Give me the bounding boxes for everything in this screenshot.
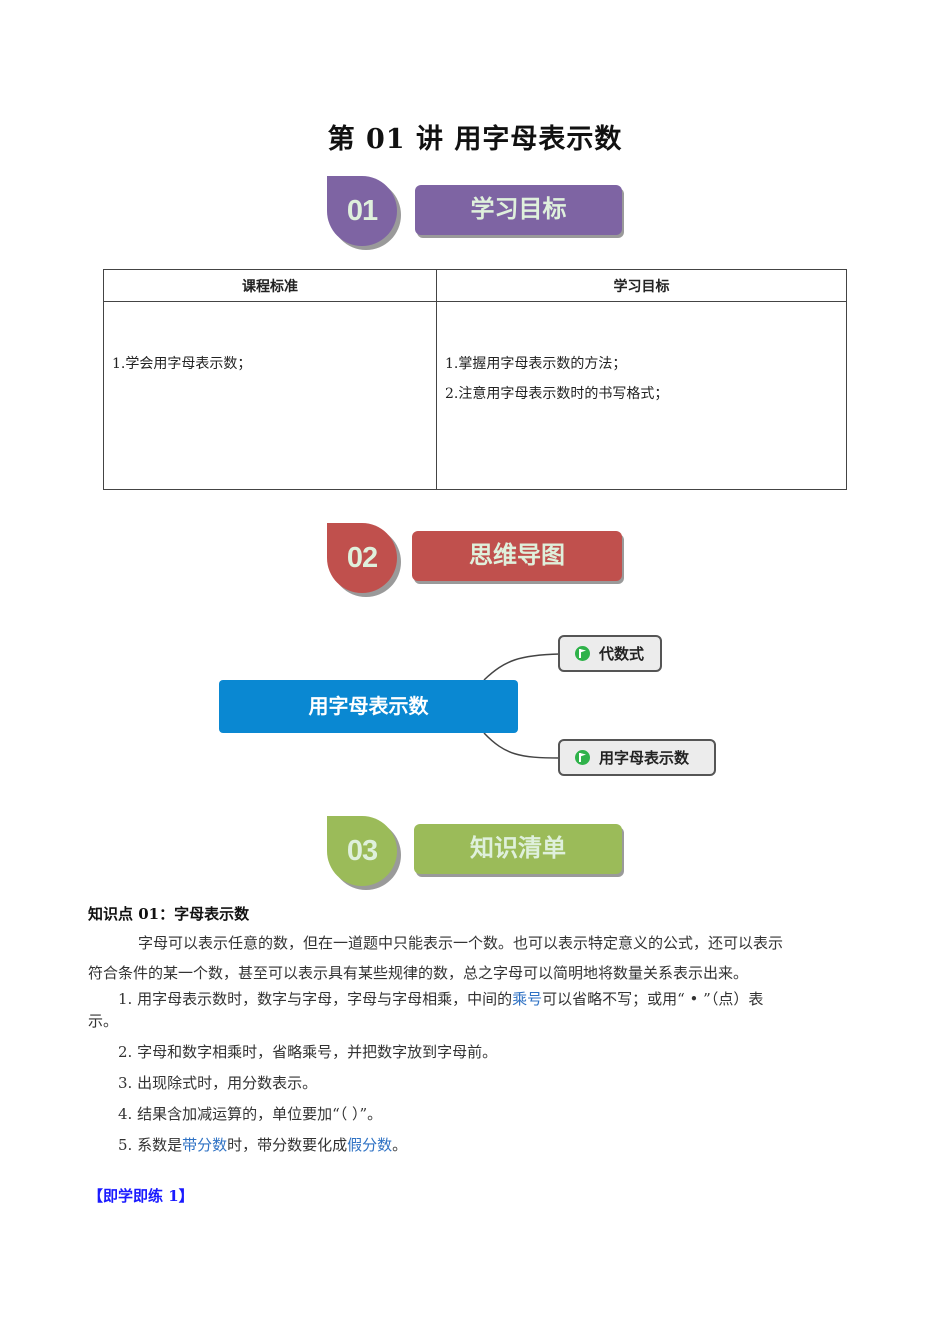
section-banner-01: 学习目标 xyxy=(415,185,622,235)
goal-item: 1.掌握用字母表示数的方法； xyxy=(445,356,627,372)
standard-item: 1.学会用字母表示数； xyxy=(112,356,252,372)
intro-paragraph: 字母可以表示任意的数，但在一道题中只能表示一个数。也可以表示特定意义的公式，还可… xyxy=(88,928,858,988)
rule-3: 3. 出现除式时，用分数表示。 xyxy=(118,1074,318,1092)
section-number: 02 xyxy=(346,542,378,574)
intro-line-2: 符合条件的某一个数，甚至可以表示具有某些规律的数，总之字母可以简明地将数量关系表… xyxy=(88,964,749,982)
improper-fraction-link[interactable]: 假分数 xyxy=(347,1136,393,1154)
rule-1: 1. 用字母表示数时，数字与字母，字母与字母相乘，中间的乘号可以省略不写；或用“… xyxy=(88,988,858,1032)
flag-icon xyxy=(575,750,590,765)
mind-map-node-letters-as-numbers: 用字母表示数 xyxy=(558,739,716,776)
flag-icon xyxy=(575,646,590,661)
rule-2: 2. 字母和数字相乘时，省略乘号，并把数字放到字母前。 xyxy=(118,1043,498,1061)
multiplication-sign-link[interactable]: 乘号 xyxy=(512,990,543,1008)
section-number: 03 xyxy=(346,835,378,867)
knowledge-point-title: 知识点 01：字母表示数 xyxy=(88,905,250,923)
node-label: 代数式 xyxy=(599,645,645,663)
goal-item: 2.注意用字母表示数时的书写格式； xyxy=(445,386,669,402)
mind-map-root: 用字母表示数 xyxy=(219,680,518,733)
rule-4: 4. 结果含加减运算的，单位要加“（ ）”。 xyxy=(118,1105,383,1123)
page-title: 第 01 讲 用字母表示数 xyxy=(327,124,623,155)
rule-5-text-end: 。 xyxy=(392,1136,408,1154)
section-badge-03: 03 xyxy=(327,816,397,886)
standard-cell: 1.学会用字母表示数； xyxy=(103,301,437,490)
table-row: 1.学会用字母表示数； 1.掌握用字母表示数的方法； 2.注意用字母表示数时的书… xyxy=(103,301,847,490)
practice-heading: 【即学即练 1】 xyxy=(88,1187,194,1205)
rule-1-text: 1. 用字母表示数时，数字与字母，字母与字母相乘，中间的 xyxy=(118,990,513,1008)
section-banner-03: 知识清单 xyxy=(414,824,622,874)
node-label: 用字母表示数 xyxy=(599,749,690,767)
rule-1-wrap: 示。 xyxy=(88,1012,119,1030)
rule-5: 5. 系数是带分数时，带分数要化成假分数。 xyxy=(118,1134,407,1155)
intro-line-1: 字母可以表示任意的数，但在一道题中只能表示一个数。也可以表示特定意义的公式，还可… xyxy=(138,934,784,952)
rule-1-text-cont: 可以省略不写；或用“ • ”（点）表 xyxy=(542,990,764,1008)
header-standard: 课程标准 xyxy=(103,269,437,302)
mind-map-node-algebraic-expression: 代数式 xyxy=(558,635,662,672)
rule-5-text-mid: 时，带分数要化成 xyxy=(227,1136,348,1154)
section-badge-02: 02 xyxy=(327,523,397,593)
section-badge-01: 01 xyxy=(327,176,397,246)
rule-5-text: 5. 系数是 xyxy=(118,1136,183,1154)
section-banner-02: 思维导图 xyxy=(412,531,622,581)
goals-cell: 1.掌握用字母表示数的方法； 2.注意用字母表示数时的书写格式； xyxy=(436,301,847,490)
mixed-number-link[interactable]: 带分数 xyxy=(182,1136,228,1154)
section-number: 01 xyxy=(346,195,378,227)
objectives-table: 课程标准 学习目标 1.学会用字母表示数； 1.掌握用字母表示数的方法； 2.注… xyxy=(103,269,847,490)
